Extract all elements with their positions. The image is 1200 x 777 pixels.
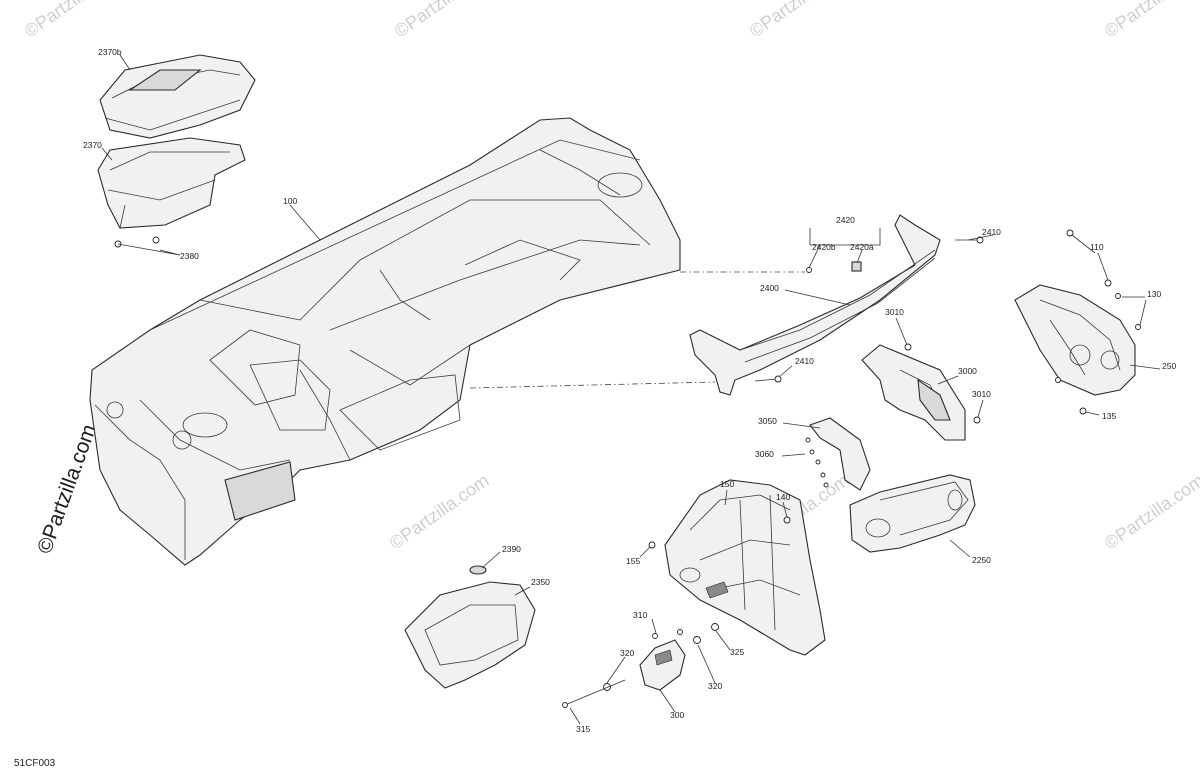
part-150-center-console[interactable] <box>664 479 826 656</box>
part-3010-screw-upper[interactable] <box>904 343 912 351</box>
callout-2410-lower: 2410 <box>795 356 814 366</box>
part-130-clips[interactable] <box>1055 293 1141 383</box>
centerline-lower <box>469 381 716 389</box>
callout-100: 100 <box>283 196 297 206</box>
callout-3010-upper: 3010 <box>885 307 904 317</box>
part-3010-screw-lower[interactable] <box>973 416 981 424</box>
callout-2370: 2370 <box>83 140 102 150</box>
callout-310: 310 <box>633 610 647 620</box>
part-3000-bracket[interactable] <box>861 344 966 441</box>
callout-315: 315 <box>576 724 590 734</box>
callout-140: 140 <box>776 492 790 502</box>
callout-150: 150 <box>720 479 734 489</box>
callout-250: 250 <box>1162 361 1176 371</box>
callout-2350: 2350 <box>531 577 550 587</box>
watermark: ©Partzilla.com <box>1101 0 1200 41</box>
part-3050-strap[interactable] <box>809 417 871 491</box>
callout-3050: 3050 <box>758 416 777 426</box>
leader-lines <box>101 54 1161 725</box>
part-2350-glovebox-door[interactable] <box>404 581 536 689</box>
watermark: ©Partzilla.com <box>391 0 498 41</box>
part-310-screws[interactable] <box>652 629 683 639</box>
part-155-screw[interactable] <box>648 541 656 549</box>
part-2410-bolt-lower[interactable] <box>754 375 782 383</box>
part-320-washer-left[interactable] <box>603 683 611 691</box>
callout-155: 155 <box>626 556 640 566</box>
callout-3010-lower: 3010 <box>972 389 991 399</box>
watermark: ©Partzilla.com <box>21 0 128 41</box>
part-135-nut[interactable] <box>1079 407 1087 415</box>
callout-3000: 3000 <box>958 366 977 376</box>
callout-325: 325 <box>730 647 744 657</box>
diagram-code: 51CF003 <box>14 758 56 769</box>
part-2400-crossbar[interactable] <box>689 214 941 396</box>
part-2370-bin[interactable] <box>97 137 246 229</box>
part-2420-hardware[interactable] <box>806 261 862 273</box>
callout-2400: 2400 <box>760 283 779 293</box>
part-2390-knob[interactable] <box>469 565 487 575</box>
part-250-side-panel[interactable] <box>1014 284 1136 396</box>
callout-2420: 2420 <box>836 215 855 225</box>
part-3060-clips[interactable] <box>805 437 829 488</box>
callout-2380: 2380 <box>180 251 199 261</box>
part-325-nut[interactable] <box>711 623 719 631</box>
callout-130: 130 <box>1147 289 1161 299</box>
watermark: ©Partzilla.com <box>1101 470 1200 553</box>
part-100-dashboard[interactable] <box>89 117 681 566</box>
callout-2420a: 2420a <box>850 242 874 252</box>
part-110-screws[interactable] <box>1066 229 1112 287</box>
part-2380-screws[interactable] <box>114 236 160 248</box>
callout-110: 110 <box>1090 242 1104 252</box>
part-300-bracket[interactable] <box>639 639 686 691</box>
watermark-large: ©Partzilla.com <box>33 421 101 556</box>
part-2370b-lid[interactable] <box>99 54 256 139</box>
part-315-bolt[interactable] <box>562 679 626 708</box>
part-320-washer-right[interactable] <box>693 636 701 644</box>
part-2250-bezel[interactable] <box>849 474 976 553</box>
callout-2410-upper: 2410 <box>982 227 1001 237</box>
callout-2370b: 2370b <box>98 47 122 57</box>
callout-320-left: 320 <box>620 648 634 658</box>
callout-labels: 2370b 2370 2380 100 2420 2420b 2420a 241… <box>83 47 1176 734</box>
callout-3060: 3060 <box>755 449 774 459</box>
watermark: ©Partzilla.com <box>746 0 853 41</box>
callout-320-right: 320 <box>708 681 722 691</box>
callout-2390: 2390 <box>502 544 521 554</box>
callout-2250: 2250 <box>972 555 991 565</box>
part-140-screw[interactable] <box>783 516 791 524</box>
part-2410-bolt-upper[interactable] <box>955 236 984 244</box>
callout-300: 300 <box>670 710 684 720</box>
callout-2420b: 2420b <box>812 242 836 252</box>
callout-135: 135 <box>1102 411 1116 421</box>
watermark: ©Partzilla.com <box>386 470 493 553</box>
